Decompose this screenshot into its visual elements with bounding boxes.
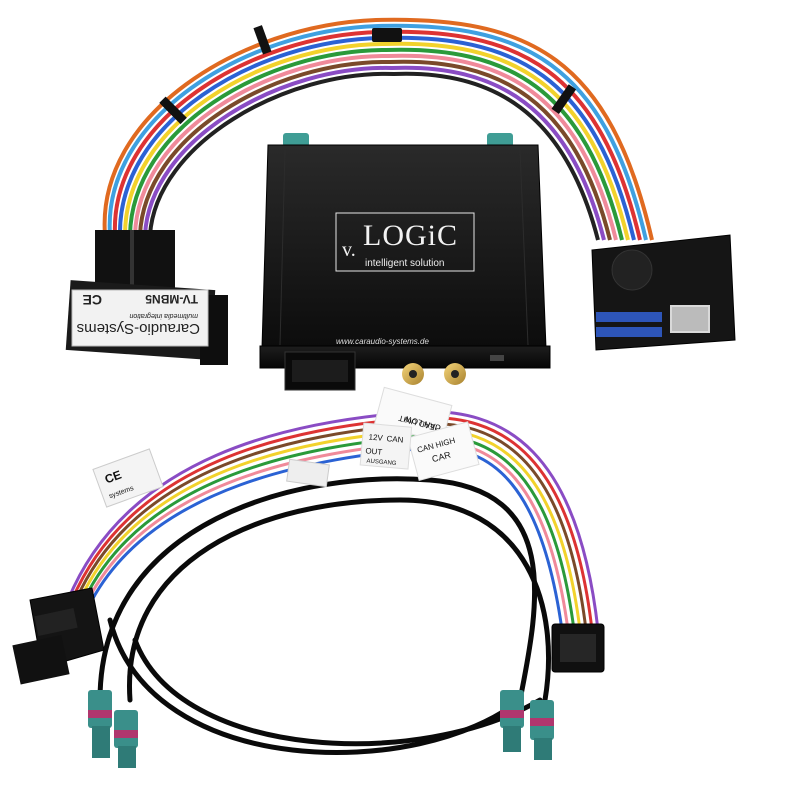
- main-wire-harness: [102, 17, 654, 241]
- ce-mark-icon: CE: [83, 292, 102, 308]
- small-box-label: CE systems: [92, 448, 164, 508]
- rca-connectors: [402, 363, 466, 385]
- cable-tags: HEAD UNIT CAN LOW CAN HIGH CAR 12V CAN O…: [92, 386, 480, 508]
- logo-main: LOGiC: [363, 219, 458, 252]
- model-text: TV-MBN5: [145, 292, 198, 306]
- interface-label-sticker: Caraudio-Systems multimedia integration …: [71, 289, 209, 347]
- vlogic-logo: v. LOGiC intelligent solution: [335, 212, 475, 272]
- lower-left-connector: [12, 587, 105, 685]
- coax-cables: [97, 476, 552, 756]
- tag-12v: 12V: [368, 433, 384, 443]
- logo-tagline: intelligent solution: [365, 258, 445, 269]
- tag-out: OUT: [365, 446, 383, 456]
- lower-right-connector: [551, 623, 605, 673]
- brand-text: Caraudio-Systems: [77, 320, 200, 337]
- website-url: www.caraudio-systems.de: [336, 337, 429, 346]
- vlogic-interface-box: v. LOGiC intelligent solution www.caraud…: [259, 133, 551, 391]
- interface-connector-left: Caraudio-Systems multimedia integration …: [65, 230, 228, 365]
- ce-mark-icon: CE: [103, 468, 123, 487]
- tag-ausgang: AUSGANG: [366, 458, 397, 467]
- fakra-connectors-right: [500, 690, 554, 760]
- quadlock-connector: [591, 234, 736, 351]
- tag-can: CAN: [386, 434, 404, 444]
- logo-prefix: v.: [342, 239, 356, 261]
- tag-car: CAR: [431, 449, 452, 464]
- brand-tagline: multimedia integration: [129, 312, 198, 319]
- fakra-connectors-left: [88, 690, 138, 768]
